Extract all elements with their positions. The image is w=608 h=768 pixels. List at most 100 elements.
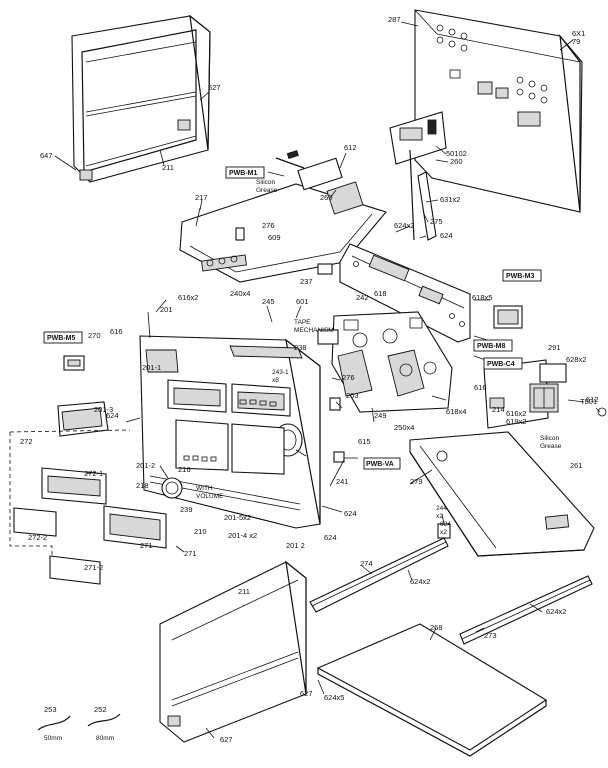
label-pwbm1: PWB-M1 [229,170,257,177]
pwb-m3-part [493,305,523,329]
knob-239 [161,477,183,499]
rail-273 [459,575,593,645]
label-241: 241 [336,477,349,486]
label-239: 239 [180,505,193,514]
label-252: 252 [94,705,107,714]
plate-201-3 [57,401,109,437]
label-618a: 618 [374,289,387,298]
label-271-2: 271-2 [84,563,103,572]
label-238: 238 [294,343,307,352]
label-240x4: 240x4 [230,289,250,298]
label-619x2: 619x2 [506,417,526,426]
tape-mechanism [317,311,453,413]
pwb-m5-box [43,331,83,344]
label-627c: 627 [220,735,233,744]
pwb-c4-box [483,357,523,370]
label-618x5: 618x5 [472,293,492,302]
label-624x2d: 624x2 [546,607,566,616]
label-237: 237 [300,277,313,286]
label-271b: 271 [184,549,197,558]
label-624x5: 624x5 [324,693,344,702]
small-parts [235,227,607,539]
label-627b: 627 [300,689,313,698]
label-272-2: 272-2 [28,533,47,542]
label-201-3: 201-3 [94,405,113,414]
label-253: 253 [44,705,57,714]
label-211a: 211 [162,163,174,172]
label-271: 271 [140,541,153,550]
label-274: 274 [360,559,373,568]
switch-assembly-260 [275,150,364,215]
label-249: 249 [374,411,387,420]
label-216: 216 [178,465,191,474]
chassis-279 [409,431,595,557]
label-201-5: 201-5x2 [224,513,251,522]
label-615: 615 [358,437,371,446]
label-624a: 624 [440,231,453,240]
label-631x2: 631x2 [440,195,460,204]
label-201-4: 201-4 x2 [228,531,257,540]
label-pwbva: PWB-VA [366,461,394,468]
label-pwbc4: PWB-C4 [487,361,515,368]
label-276a: 276 [262,221,275,230]
label-291: 291 [548,343,561,352]
label-pwbm3: PWB-M3 [506,273,534,280]
pwb-va-box [363,457,401,470]
label-612a: 612 [344,143,357,152]
label-272: 272 [20,437,33,446]
label-624x2a: 624x2 [394,221,414,230]
label-242: 242 [356,293,369,302]
label-616x2: 616x2 [178,293,198,302]
label-609: 609 [268,233,281,242]
label-624d: 624 [324,533,337,542]
label-80mm: 80mm [96,735,114,742]
pwb-label-boxes [43,166,542,470]
label-260a: 260 [450,157,463,166]
label-616a: 616 [110,327,123,336]
label-203: 203 [346,391,359,400]
pwb-m1-box [225,166,265,179]
label-276b: 276 [342,373,355,382]
label-pwbm8: PWB-M8 [477,343,505,350]
label-616x2b: 616x2 [506,409,526,418]
label-275a: 275 [430,217,443,226]
label-217: 217 [195,193,208,202]
label-211b: 211 [238,587,250,596]
label-601: 601 [296,297,309,306]
label-245: 245 [262,297,275,306]
label-201a: 201 [160,305,173,314]
label-279: 279 [410,477,423,486]
label-287: 287 [388,15,401,24]
label-268: 268 [430,623,443,632]
label-624b: 624 [106,411,119,420]
side-panel-211-top [71,14,211,183]
bracket-275 [409,149,437,241]
label-647: 647 [40,151,53,160]
label-616b: 616 [474,383,487,392]
label-201-1: 201-1 [142,363,161,372]
pwb-c4-transformer [483,359,567,429]
label-214: 214 [492,405,505,414]
label-628x2: 628x2 [566,355,586,364]
label-t801: T801 [580,397,597,406]
pwb-m3-box [502,269,542,282]
label-2012: 201 2 [286,541,305,550]
side-panel-211-bottom [159,560,307,743]
label-201-2: 201-2 [136,461,155,470]
wires-253-252 [37,713,121,731]
label-272-1: 272-1 [84,469,103,478]
pwb-m8-board [339,243,471,343]
label-261: 261 [570,461,583,470]
bracket-50102 [389,111,447,165]
